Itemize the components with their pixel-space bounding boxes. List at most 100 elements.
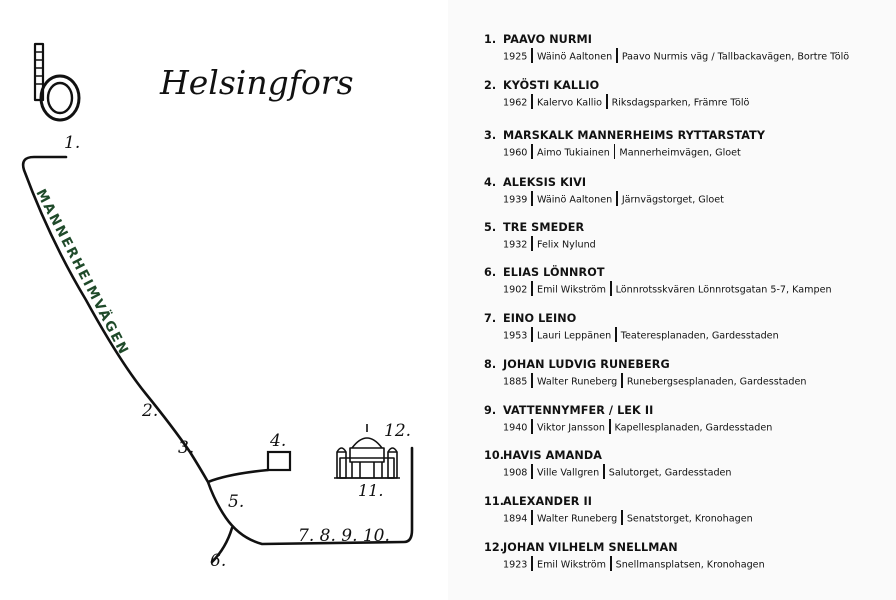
separator (531, 373, 534, 388)
map-marker-1: 1. (64, 133, 80, 153)
entry-year: 1923 (503, 559, 528, 571)
separator (531, 94, 534, 109)
entry-number: 3. (484, 129, 497, 142)
entry-artist: Lauri Leppänen (537, 330, 612, 342)
entry-year: 1939 (503, 194, 528, 206)
map-title: Helsingfors (159, 63, 354, 102)
map-marker-3: 3. (178, 438, 194, 458)
entry-location: Mannerheimvägen, Gloet (619, 147, 741, 159)
entry-title: JOHAN VILHELM SNELLMAN (503, 541, 678, 554)
separator (616, 191, 618, 206)
separator (615, 327, 617, 342)
map-marker-4: 4. (269, 431, 286, 451)
entry-number: 12. (484, 541, 505, 554)
hand-drawn-map: Helsingfors MANNERHEIMVÄGEN 1. 2. (21, 42, 414, 571)
entry-location: Senatstorget, Kronohagen (626, 513, 753, 525)
entry-year: 1908 (503, 467, 528, 479)
separator (531, 48, 534, 63)
entry-number: 7. (484, 312, 497, 325)
separator (608, 419, 611, 434)
stadium-tower-icon (33, 42, 81, 122)
entry-year: 1960 (503, 147, 528, 159)
entry-year: 1953 (503, 330, 528, 342)
cathedral-icon (334, 424, 400, 479)
entry-number: 4. (484, 176, 497, 189)
separator (610, 556, 612, 571)
entry-year: 1940 (503, 422, 528, 434)
entry-title: VATTENNYMFER / LEK II (503, 404, 654, 417)
entry-year: 1894 (503, 513, 528, 525)
entry-artist: Walter Runeberg (537, 513, 618, 525)
entry-title: HAVIS AMANDA (503, 449, 602, 462)
entry-location: Salutorget, Gardesstaden (608, 467, 732, 479)
entry-artist: Wäinö Aaltonen (537, 194, 613, 206)
legend-entry-7: 7. EINO LEINO 1953 Lauri Leppänen Teateresp… (484, 311, 884, 344)
entry-title: ALEKSIS KIVI (503, 176, 587, 189)
map-marker-7-10: 7. 8. 9. 10. (298, 526, 390, 546)
entry-number: 6. (484, 266, 497, 279)
entry-number: 8. (484, 358, 497, 371)
entry-title: EINO LEINO (503, 312, 577, 325)
separator (531, 281, 534, 296)
road-label: MANNERHEIMVÄGEN (32, 186, 131, 358)
entry-title: TRE SMEDER (503, 221, 585, 234)
entry-number: 11. (484, 495, 505, 508)
separator (531, 236, 534, 251)
entry-location: Paavo Nurmis väg / Tallbackavägen, Bortr… (621, 51, 850, 63)
road-line (21, 155, 414, 564)
legend-entry-11: 11.ALEXANDER II 1894 Walter Runeberg Senat… (484, 494, 884, 527)
separator (616, 48, 618, 63)
entry-location: Järnvägstorget, Gloet (621, 194, 724, 206)
entry-artist: Aimo Tukiainen (537, 147, 610, 159)
entry-artist: Emil Wikström (537, 559, 607, 571)
entry-title: PAAVO NURMI (503, 33, 593, 46)
separator (621, 373, 623, 388)
entry-location: Runebergsesplanaden, Gardesstaden (626, 376, 807, 388)
entry-location: Teateresplanaden, Gardesstaden (620, 330, 779, 342)
entry-artist: Ville Vallgren (537, 467, 600, 479)
entry-year: 1932 (503, 239, 528, 251)
entry-location: Kapellesplanaden, Gardesstaden (614, 422, 773, 434)
separator (603, 464, 605, 479)
entry-title: KYÖSTI KALLIO (503, 79, 600, 92)
entry-year: 1902 (503, 284, 528, 296)
entry-title: ELIAS LÖNNROT (503, 266, 605, 279)
entry-title: ALEXANDER II (503, 495, 593, 508)
legend-entry-4: 4. ALEKSIS KIVI 1939 Wäinö Aaltonen Järnväg… (484, 175, 884, 208)
entry-number: 2. (484, 79, 497, 92)
separator (610, 281, 612, 296)
entry-title: JOHAN LUDVIG RUNEBERG (503, 358, 670, 371)
entry-artist: Viktor Jansson (537, 422, 605, 434)
separator (531, 510, 534, 525)
map-marker-12: 12. (384, 421, 411, 441)
map-marker-6: 6. (210, 551, 226, 571)
separator (531, 191, 534, 206)
entry-artist: Wäinö Aaltonen (537, 51, 613, 63)
separator (531, 419, 534, 434)
separator (621, 510, 623, 525)
separator (531, 327, 534, 342)
entry-artist: Kalervo Kallio (537, 97, 602, 109)
legend-entry-6: 6. ELIAS LÖNNROT 1902 Emil Wikström Lönnrot… (484, 265, 884, 298)
separator (606, 94, 608, 109)
separator (531, 556, 534, 571)
entry-artist: Emil Wikström (537, 284, 607, 296)
legend-entry-12: 12.JOHAN VILHELM SNELLMAN 1923 Emil Wikst… (484, 540, 884, 573)
separator (531, 464, 534, 479)
station-building-icon (266, 450, 292, 472)
map-marker-11: 11. (358, 481, 383, 500)
entry-location: Lönnrotsskvären Lönnrotsgatan 5-7, Kampe… (615, 284, 832, 296)
entry-number: 1. (484, 33, 497, 46)
entry-location: Snellmansplatsen, Kronohagen (615, 559, 765, 571)
map-marker-2: 2. (141, 401, 158, 421)
entry-title: MARSKALK MANNERHEIMS RYTTARSTATY (503, 129, 766, 142)
entry-location: Riksdagsparken, Främre Tölö (611, 97, 750, 109)
map-panel: Helsingfors MANNERHEIMVÄGEN 1. 2. (21, 42, 414, 571)
legend-entry-3: 3. MARSKALK MANNERHEIMS RYTTARSTATY 1960 A… (484, 128, 884, 161)
